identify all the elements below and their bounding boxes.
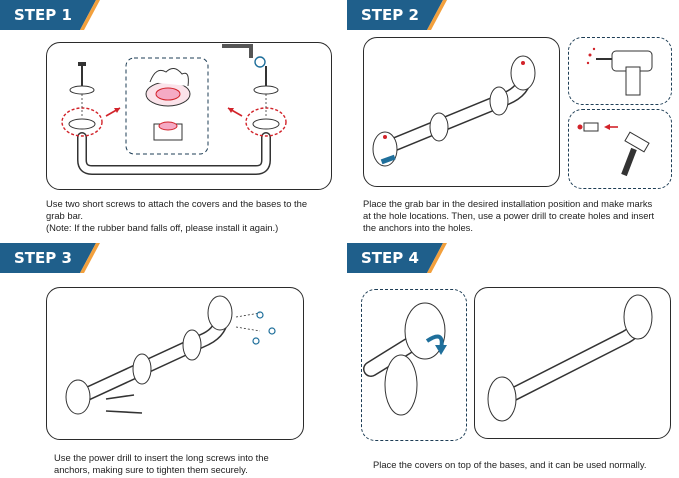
step-4-caption-line-1: Place the covers on top of the bases, an…	[373, 459, 647, 470]
step-2-grab-bar-illustration	[372, 55, 536, 167]
step-4-cover-detail	[363, 302, 447, 416]
step-1-label: STEP 1	[14, 6, 72, 24]
step-3-illustration	[65, 295, 276, 415]
step-4-caption: Place the covers on top of the bases, an…	[373, 459, 679, 471]
step-1-badge: STEP 1	[0, 0, 100, 30]
hammer-icon	[577, 122, 650, 177]
step-2-badge: STEP 2	[347, 0, 447, 30]
power-drill-icon	[586, 47, 653, 96]
step-3-caption-line-2: anchors, making sure to tighten them sec…	[54, 464, 248, 475]
step-1-caption-line-2: grab bar.	[46, 210, 84, 221]
step-4-label: STEP 4	[361, 249, 419, 267]
step-1-illustration	[61, 44, 287, 175]
step-2-caption-line-3: the anchors into the holes.	[363, 222, 473, 233]
step-2-caption: Place the grab bar in the desired instal…	[363, 198, 679, 234]
step-2-caption-line-2: at the hole locations. Then, use a power…	[363, 210, 655, 221]
step-4-installed-grab-bar	[487, 294, 653, 422]
step-3-caption: Use the power drill to insert the long s…	[54, 452, 304, 476]
step-3-caption-line-1: Use the power drill to insert the long s…	[54, 452, 269, 463]
step-3-label: STEP 3	[14, 249, 72, 267]
step-2-anchor-panel	[568, 109, 672, 189]
step-2-label: STEP 2	[361, 6, 419, 24]
step-2-caption-line-1: Place the grab bar in the desired instal…	[363, 198, 653, 209]
step-4-badge: STEP 4	[347, 243, 447, 273]
step-1-caption: Use two short screws to attach the cover…	[46, 198, 336, 234]
step-1-caption-line-3: (Note: If the rubber band falls off, ple…	[46, 222, 279, 233]
step-3-badge: STEP 3	[0, 243, 100, 273]
step-1-caption-line-1: Use two short screws to attach the cover…	[46, 198, 308, 209]
